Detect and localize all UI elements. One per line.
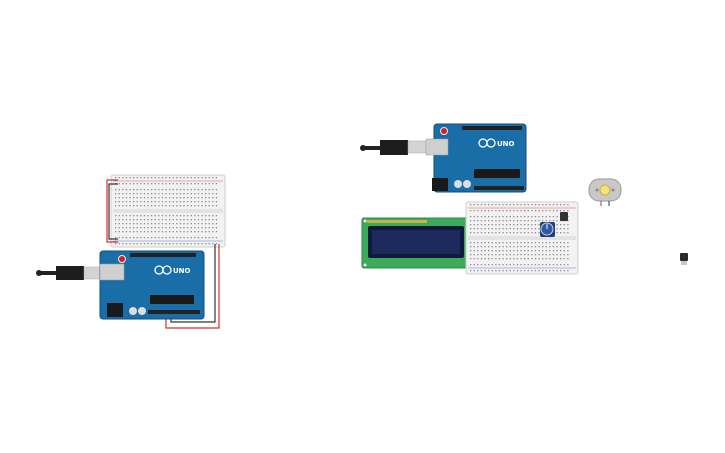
board-label-left: UNO: [173, 267, 191, 275]
transistor[interactable]: [680, 253, 688, 265]
board-label-right: UNO: [497, 140, 515, 148]
wires-left: [106, 179, 220, 329]
usb-cable-left[interactable]: [36, 266, 101, 280]
left-circuit: UNO: [36, 174, 226, 329]
breadboard-holes: [470, 204, 569, 272]
right-circuit: UNO: [360, 123, 688, 275]
arduino-uno-right[interactable]: UNO: [425, 123, 527, 193]
lcd-display[interactable]: [361, 217, 471, 269]
dc-motor[interactable]: [588, 178, 622, 206]
transistor-on-breadboard[interactable]: [560, 212, 568, 221]
potentiometer[interactable]: [540, 222, 555, 237]
breadboard-right[interactable]: [465, 201, 579, 275]
breadboard-left[interactable]: [110, 174, 226, 248]
arduino-uno-left[interactable]: UNO: [99, 250, 205, 320]
usb-cable-right[interactable]: [360, 140, 427, 155]
breadboard-holes: [115, 177, 218, 245]
